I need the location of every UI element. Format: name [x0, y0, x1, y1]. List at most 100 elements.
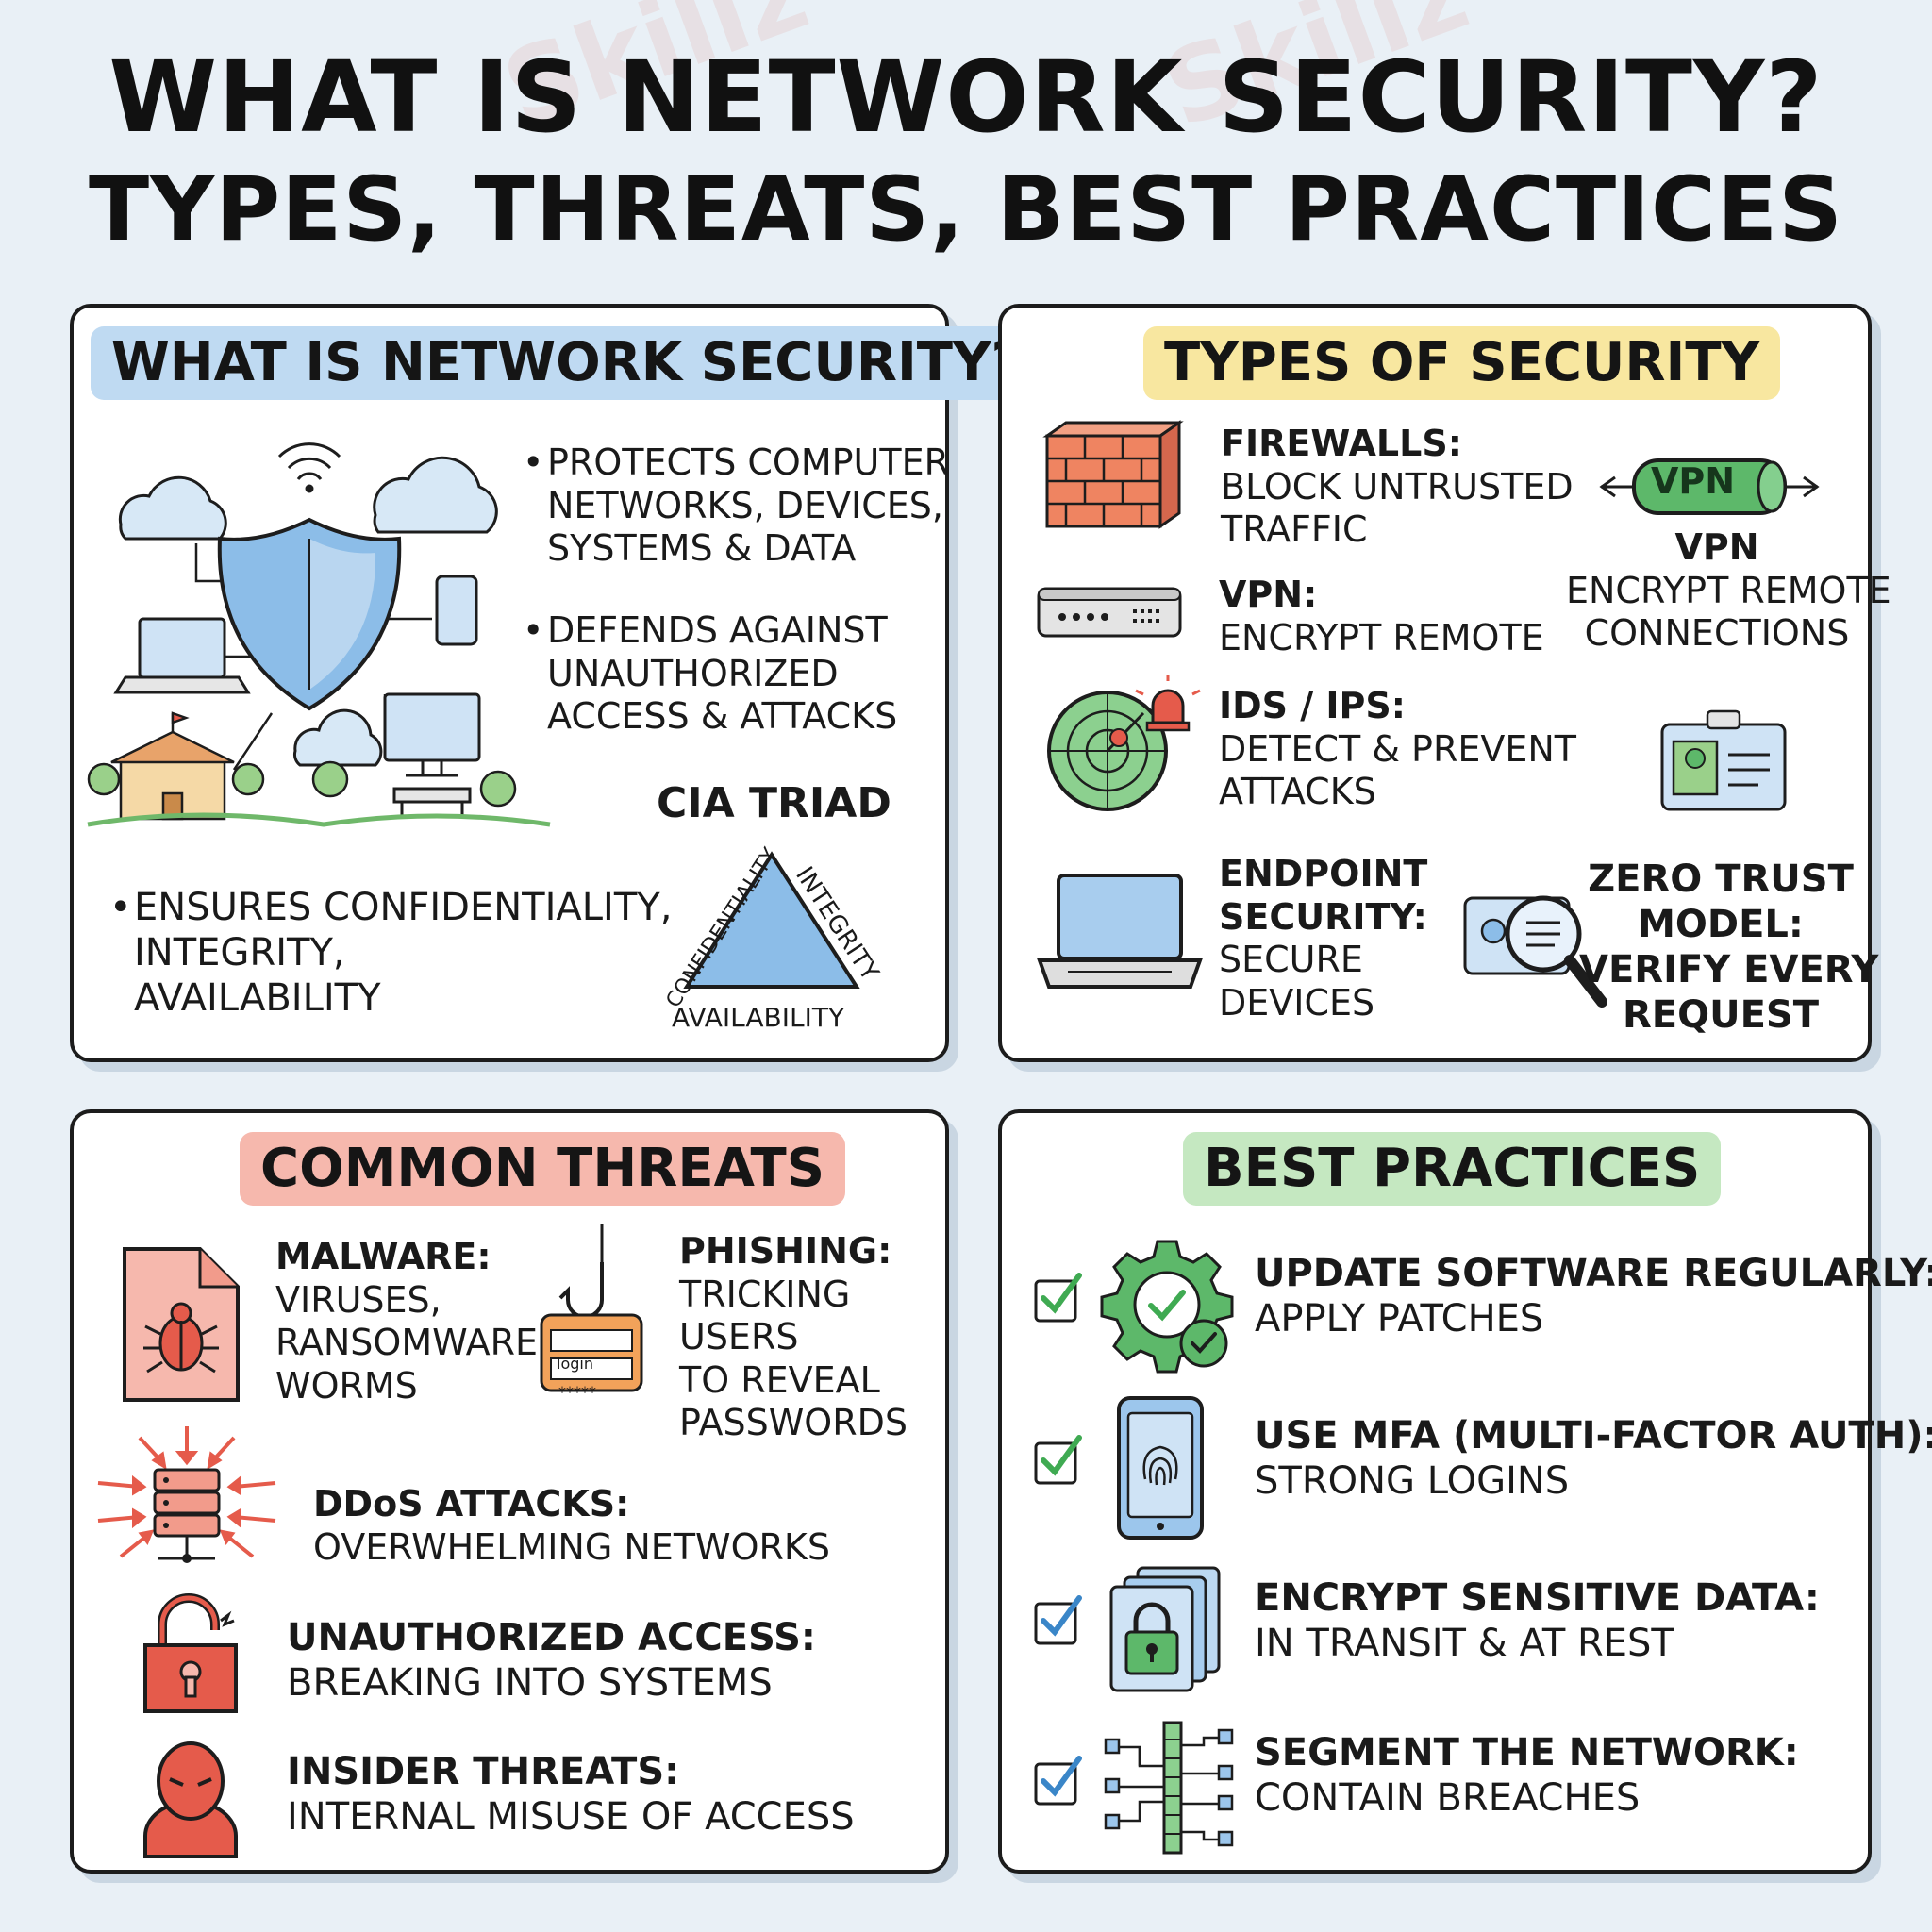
bullet-line: INTEGRITY,: [134, 931, 345, 974]
ddos-label: DDoS ATTACKS:: [313, 1483, 630, 1524]
zero-trust-line: ZERO TRUST: [1588, 858, 1854, 901]
threats-heading: COMMON THREATS: [240, 1132, 846, 1206]
checkbox-icon: [1030, 1753, 1087, 1809]
insider-label: INSIDER THREATS:: [287, 1750, 680, 1793]
unauthorized-line: BREAKING INTO SYSTEMS: [287, 1661, 773, 1705]
endpoint-line: DEVICES: [1219, 981, 1375, 1024]
threats-panel: COMMON THREATS MALWARE: VIRUSES, RANSOMW…: [70, 1109, 949, 1874]
phishing-line: USERS: [679, 1316, 799, 1358]
practice-detail: APPLY PATCHES: [1255, 1297, 1544, 1341]
ddos-server-icon: [92, 1424, 281, 1585]
practices-heading: BEST PRACTICES: [1183, 1132, 1722, 1206]
ids-line: DETECT & PREVENT: [1219, 727, 1576, 770]
page-title: WHAT IS NETWORK SECURITY?: [108, 40, 1824, 155]
vpn-item: VPN: ENCRYPT REMOTE: [1219, 574, 1544, 659]
brick-wall-icon: [1038, 417, 1189, 530]
types-heading: TYPES OF SECURITY: [1143, 326, 1781, 400]
endpoint-label: ENDPOINT: [1219, 853, 1428, 894]
malware-line: WORMS: [275, 1364, 418, 1407]
bullet-dot: •: [109, 886, 132, 929]
cia-availability: AVAILABILITY: [672, 1002, 845, 1033]
bullet-line: AVAILABILITY: [134, 976, 381, 1020]
phone-icon: [435, 575, 478, 646]
gear-check-icon: [1096, 1234, 1238, 1375]
practice-detail: IN TRANSIT & AT REST: [1255, 1622, 1674, 1665]
what-is-heading: WHAT IS NETWORK SECURITY?: [91, 326, 1043, 400]
malware-line: VIRUSES,: [275, 1278, 441, 1321]
ddos-line: OVERWHELMING NETWORKS: [313, 1525, 830, 1568]
lock-files-icon: [1106, 1562, 1228, 1694]
router-icon: [1034, 579, 1185, 645]
bullet-line: PROTECTS COMPUTER: [547, 441, 949, 483]
practice-item-3: ENCRYPT SENSITIVE DATA: IN TRANSIT & AT …: [1255, 1575, 1820, 1666]
insider-threat-icon: [126, 1740, 258, 1862]
radar-icon: [1041, 675, 1211, 817]
cia-triangle-icon: [677, 845, 866, 996]
phishing-item: PHISHING: TRICKING USERS TO REVEAL PASSW…: [679, 1230, 908, 1445]
phishing-line: TO REVEAL: [679, 1358, 880, 1401]
insider-item: INSIDER THREATS: INTERNAL MISUSE OF ACCE…: [287, 1749, 855, 1840]
id-magnifier-icon: [1460, 879, 1621, 1021]
checkbox-icon: [1030, 1432, 1087, 1489]
unauthorized-label: UNAUTHORIZED ACCESS:: [287, 1616, 816, 1659]
login-field-text: login: [557, 1355, 593, 1373]
ids-item: IDS / IPS: DETECT & PREVENT ATTACKS: [1219, 685, 1576, 814]
practice-item-2: USE MFA (MULTI-FACTOR AUTH): STRONG LOGI…: [1255, 1413, 1932, 1504]
network-shield-illustration: [83, 430, 555, 836]
checkbox-icon: [1030, 1270, 1087, 1326]
checkbox-icon: [1030, 1592, 1087, 1649]
zero-trust-line: REQUEST: [1622, 993, 1820, 1037]
phishing-line: PASSWORDS: [679, 1402, 908, 1444]
bullet-line: ENSURES CONFIDENTIALITY,: [134, 886, 673, 929]
page-subtitle: TYPES, THREATS, BEST PRACTICES: [89, 158, 1843, 261]
alarm-icon: [1151, 689, 1185, 724]
vpn-tunnel-icon: [1596, 449, 1823, 525]
malware-file-icon: [115, 1240, 247, 1409]
ids-label: IDS / IPS:: [1219, 685, 1406, 726]
laptop-icon: [1030, 866, 1209, 998]
bug-icon: [143, 1302, 219, 1374]
bullet-line: ACCESS & ATTACKS: [547, 695, 898, 738]
malware-item: MALWARE: VIRUSES, RANSOMWARE, WORMS: [275, 1236, 549, 1407]
bullet-line: SYSTEMS & DATA: [547, 527, 857, 570]
ddos-item: DDoS ATTACKS: OVERWHELMING NETWORKS: [313, 1483, 830, 1569]
broken-lock-icon: [126, 1592, 258, 1724]
cia-triad-title: CIA TRIAD: [657, 779, 891, 827]
types-panel: TYPES OF SECURITY FIREWALLS: BLOCK UNTRU…: [998, 304, 1891, 1062]
zero-trust-line: VERIFY EVERY: [1579, 948, 1879, 991]
building-icon: [110, 711, 235, 821]
practice-label: UPDATE SOFTWARE REGULARLY:: [1255, 1252, 1932, 1295]
phishing-label: PHISHING:: [679, 1230, 892, 1272]
ids-line: ATTACKS: [1219, 771, 1376, 813]
network-segment-icon: [1102, 1717, 1243, 1858]
firewalls-label: FIREWALLS:: [1221, 423, 1462, 464]
practice-detail: STRONG LOGINS: [1255, 1459, 1570, 1503]
firewalls-line: BLOCK UNTRUSTED: [1221, 465, 1574, 508]
unauthorized-item: UNAUTHORIZED ACCESS: BREAKING INTO SYSTE…: [287, 1615, 816, 1706]
zero-trust-item: ZERO TRUST MODEL: VERIFY EVERY REQUEST: [1579, 857, 1879, 1038]
insider-line: INTERNAL MISUSE OF ACCESS: [287, 1795, 855, 1839]
vpn-tunnel-item: VPN ENCRYPT REMOTE CONNECTIONS: [1566, 526, 1891, 656]
vpn-tunnel-label: VPN: [1674, 526, 1759, 568]
zero-trust-line: MODEL:: [1638, 903, 1804, 946]
vpn-tunnel-line: CONNECTIONS: [1584, 612, 1850, 655]
vpn-badge: VPN: [1651, 460, 1736, 502]
what-is-panel: WHAT IS NETWORK SECURITY?: [70, 304, 1043, 1062]
monitor-icon: [383, 692, 481, 777]
practice-label: SEGMENT THE NETWORK:: [1255, 1731, 1799, 1774]
wifi-icon: [277, 442, 341, 493]
firewalls-item: FIREWALLS: BLOCK UNTRUSTED TRAFFIC: [1221, 423, 1574, 552]
practices-panel: BEST PRACTICES UPDATE SOFTWARE REGULARLY…: [998, 1109, 1932, 1874]
practice-detail: CONTAIN BREACHES: [1255, 1776, 1641, 1820]
bench-icon: [392, 787, 472, 819]
phishing-hook-icon: [536, 1224, 649, 1413]
bullet-dot: •: [523, 441, 544, 483]
laptop-icon: [113, 617, 251, 694]
practice-item-4: SEGMENT THE NETWORK: CONTAIN BREACHES: [1255, 1730, 1799, 1821]
what-is-bullet-2: • DEFENDS AGAINST UNAUTHORIZED ACCESS & …: [523, 609, 898, 739]
malware-label: MALWARE:: [275, 1236, 491, 1277]
malware-line: RANSOMWARE,: [275, 1322, 550, 1364]
what-is-bullet-1: • PROTECTS COMPUTER NETWORKS, DEVICES, S…: [523, 441, 949, 571]
bullet-dot: •: [523, 609, 544, 651]
bullet-line: DEFENDS AGAINST: [547, 609, 888, 651]
